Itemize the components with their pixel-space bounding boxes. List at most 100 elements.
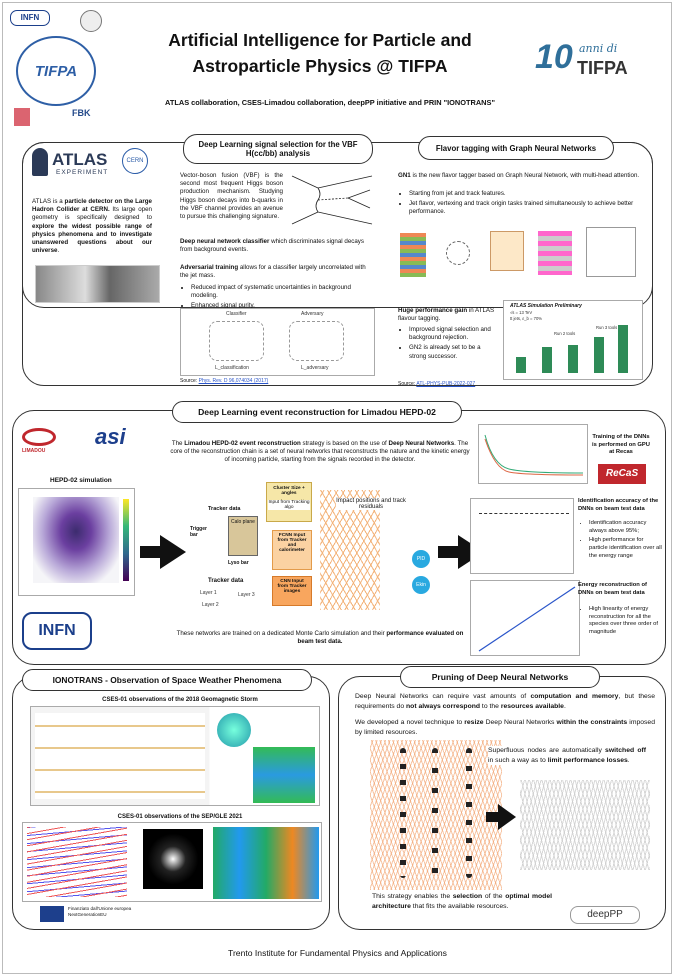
adversarial-network-diagram: Classifier Adversary L_classification L_… [180, 308, 375, 376]
arrow-right-3 [498, 804, 516, 830]
pruning-note-c: in such a way as to [488, 756, 548, 764]
anni-text: anni di [579, 42, 618, 55]
atlas-text-b1: particle detector on the Large Hadron Co… [32, 198, 152, 214]
pruning-note-b: switched off [605, 747, 646, 754]
deeppp-logo: deepPP [570, 906, 640, 924]
classifier-net [209, 321, 264, 361]
flavor-perf-text: in ATLAS flavour tagging. [398, 307, 495, 323]
pruning-p2c: Deep Neural Networks [483, 719, 557, 726]
atlas-logo-text: ATLAS [52, 150, 108, 169]
id-bullet: High performance for particle identifica… [589, 537, 662, 560]
vbf-intro: Vector-boson fusion (VBF) is the second … [180, 172, 283, 220]
seal-icon [80, 10, 102, 32]
vbf-source-link[interactable]: Phys. Rev. D 96,074034 (2017) [198, 378, 269, 384]
eu-logo: Finanziato dall'Unione europea NextGener… [40, 906, 160, 924]
flavor-bullet: GN2 is already set to be a strong succes… [409, 344, 498, 360]
chart-sub-1: √s = 13 TeV [510, 310, 533, 315]
logo-block-left: INFN TIFPA FBK [10, 10, 105, 130]
vbf-source-label: Source: [180, 378, 198, 384]
storm-globe [217, 713, 251, 747]
pruning-title: Pruning of Deep Neural Networks [400, 666, 600, 688]
vbf-adv-bold: Adversarial training [180, 264, 239, 271]
fcnn-box: FCNN Input from Tracker and calorimeter [272, 530, 312, 570]
bar [618, 325, 628, 373]
dnn-orange-net [320, 490, 380, 610]
trigger-label: Trigger bar [190, 526, 207, 538]
limadou-title: Deep Learning event reconstruction for L… [172, 401, 462, 423]
atlas-text-b2: explore the widest possible range of phy… [32, 222, 152, 255]
arch-node [446, 241, 470, 265]
eu-flag-icon [40, 906, 64, 922]
limadou-logo: LIMADOU [22, 428, 92, 454]
chart-sub-2: tt jets, ε_b = 70% [510, 316, 543, 321]
layer2-label: Layer 2 [202, 602, 219, 608]
atlas-text-p2: Its large open geometry is specifically … [32, 206, 152, 222]
vbf-title: Deep Learning signal selection for the V… [183, 134, 373, 164]
sim-colorbar [123, 499, 129, 581]
storm-colormap [253, 747, 315, 803]
lyso-label: Lyso bar [228, 560, 249, 566]
tracker-label: Tracker data [208, 506, 241, 512]
bar [542, 347, 552, 373]
cluster-label: Cluster Size + angles [273, 486, 305, 496]
arrow-shaft-3 [486, 812, 500, 822]
flavor-source-link[interactable]: ATL-PHYS-PUB-2022-027 [416, 381, 476, 387]
limadou-footer-p1: These networks are trained on a dedicate… [176, 630, 387, 637]
vbf-dnn-bold: Deep neural network classifier [180, 238, 270, 245]
limadou-intro-p3: . The core of the reconstruction chain i… [170, 440, 470, 464]
vbf-adv: Adversarial training allows for a classi… [180, 264, 375, 280]
limadou-intro-b2: Deep Neural Networks [388, 440, 455, 447]
pruning-p1e: to the [480, 702, 501, 710]
atlas-detector-image [35, 265, 160, 303]
pruning-network-full [370, 740, 502, 890]
sun-image [143, 829, 203, 889]
vbf-dnn-text: which discriminates signal decays from b… [180, 238, 364, 254]
vbf-feynman-diagram [288, 170, 376, 230]
node-column [400, 748, 406, 878]
pruning-bottom: This strategy enables the selection of t… [372, 892, 552, 911]
id-title: Identification accuracy of the DNNs on b… [578, 498, 659, 512]
hepd-simulation-plot [18, 488, 135, 596]
pruning-p1a: Deep Neural Networks can require vast am… [355, 693, 531, 700]
pruning-p1b: computation and memory [530, 693, 619, 700]
pruning-bottom-d: optimal model architecture [372, 893, 552, 910]
tifpa-logo-text: TIFPA [34, 62, 78, 80]
vbf-bullets: Reduced impact of systematic uncertainti… [180, 282, 375, 311]
pruning-note-e: . [627, 756, 630, 764]
sep-plots [22, 822, 322, 902]
bar [516, 357, 526, 373]
footer-text: Trento Institute for Fundamental Physics… [228, 948, 447, 958]
energy-reco-plot [470, 580, 580, 656]
id-accuracy-plot [470, 498, 574, 574]
impact-label: Impact positions and track residuals [336, 498, 406, 510]
bar [568, 345, 578, 373]
arch-block [586, 227, 636, 277]
flavor-gn1-bold: GN1 [398, 172, 411, 179]
cern-logo: CERN [122, 148, 148, 174]
sim-title: HEPD-02 simulation [50, 477, 112, 484]
accuracy-line [479, 513, 569, 514]
classifier-label: Classifier [226, 311, 247, 317]
pruning-p2d: within the constraints [556, 719, 628, 726]
flavor-bullet: Jet flavor, vertexing and track origin t… [409, 200, 643, 216]
pruning-p2b: resize [464, 719, 484, 726]
flavor-source-label: Source: [398, 381, 416, 387]
pruning-note-d: limit performance losses [547, 756, 628, 764]
run3-label: Run 3 tools [596, 325, 618, 330]
pruning-network-small [520, 780, 650, 870]
loss-svg [484, 434, 584, 476]
pruning-p1: Deep Neural Networks can require vast am… [355, 692, 655, 711]
cnn-box: CNN Input from Tracker images [272, 576, 312, 606]
chart-title: ATLAS Simulation Preliminary [510, 303, 582, 309]
pruning-note: Superfluous nodes are automatically swit… [488, 746, 646, 766]
limadou-ring-icon [22, 428, 56, 446]
pruning-p2a: We developed a novel technique to [355, 719, 465, 726]
l-classification: L_classification [215, 365, 249, 371]
limadou-intro: The Limadou HEPD-02 event reconstruction… [170, 440, 470, 465]
calo-label: Calo plane [231, 519, 255, 525]
limadou-intro-p1: The [171, 440, 185, 447]
anni-ten: 10 [535, 38, 573, 76]
flavor-bullet: Starting from jet and track features. [409, 190, 643, 198]
training-text: Training of the DNNs is performed on GPU… [592, 434, 650, 456]
training-loss-plot [478, 424, 588, 484]
